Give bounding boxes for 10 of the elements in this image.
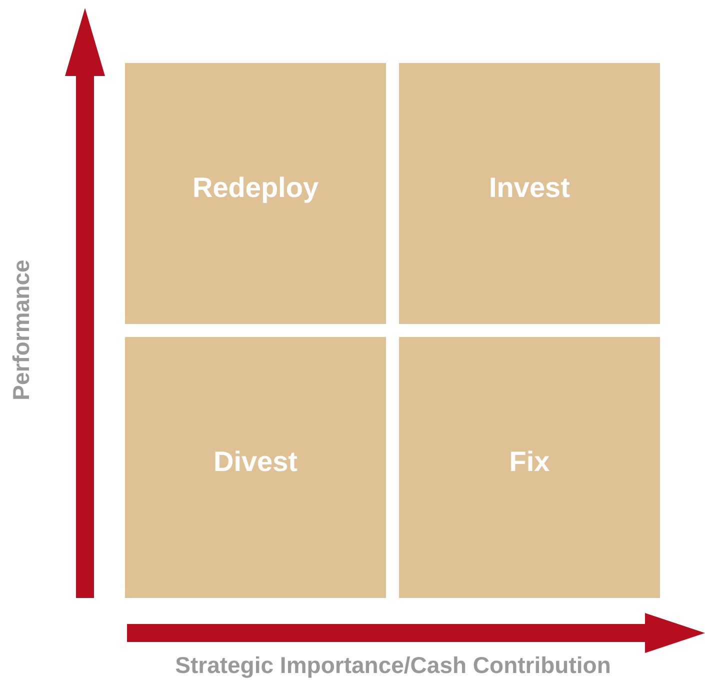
x-axis-title: Strategic Importance/Cash Contribution: [175, 652, 611, 679]
quadrant-label: Invest: [489, 172, 570, 204]
quadrant-label: Fix: [509, 446, 550, 478]
quadrant-label: Divest: [213, 446, 298, 478]
quadrant-box: [125, 63, 386, 324]
quadrant-box: [399, 63, 660, 324]
quadrant-label: Redeploy: [192, 172, 319, 204]
y-axis-title: Performance: [8, 260, 35, 400]
quadrant-box: [125, 337, 386, 598]
quadrant-box: [399, 337, 660, 598]
